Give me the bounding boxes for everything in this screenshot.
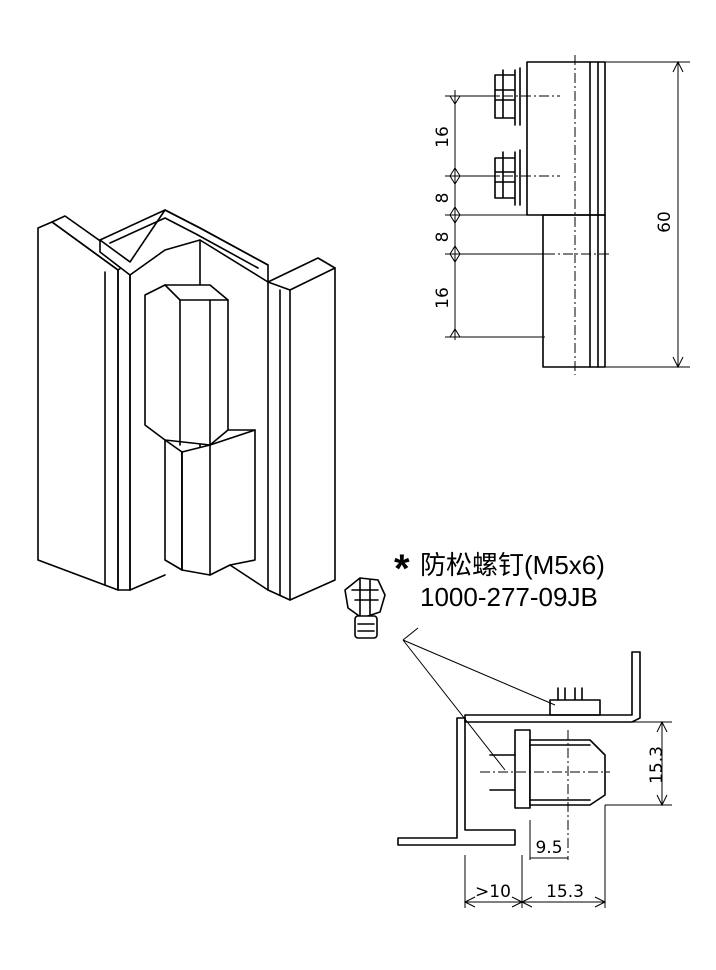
dim-16-top: 16 bbox=[433, 126, 453, 148]
hinge-side-elevation bbox=[445, 55, 690, 375]
lower-screw bbox=[494, 149, 521, 206]
dim-min-gap: >10 bbox=[475, 882, 511, 902]
screw-icon bbox=[344, 577, 386, 639]
dim-16-bottom: 16 bbox=[433, 287, 453, 309]
dim-8-lower: 8 bbox=[433, 232, 453, 243]
dim-9-5-offset: 9.5 bbox=[535, 838, 562, 858]
hinge-section-view bbox=[397, 651, 672, 908]
callout-star: * bbox=[394, 547, 410, 591]
dim-60-total: 60 bbox=[655, 211, 675, 233]
dim-15-3-width: 15.3 bbox=[546, 882, 584, 902]
leader-lines bbox=[402, 627, 556, 771]
dim-8-upper: 8 bbox=[433, 193, 453, 204]
screw-part-number: 1000-277-09JB bbox=[420, 582, 598, 612]
hinge-isometric-view bbox=[37, 209, 336, 601]
dim-15-3-height: 15.3 bbox=[647, 746, 667, 784]
screw-name: 防松螺钉(M5x6) bbox=[420, 550, 605, 580]
